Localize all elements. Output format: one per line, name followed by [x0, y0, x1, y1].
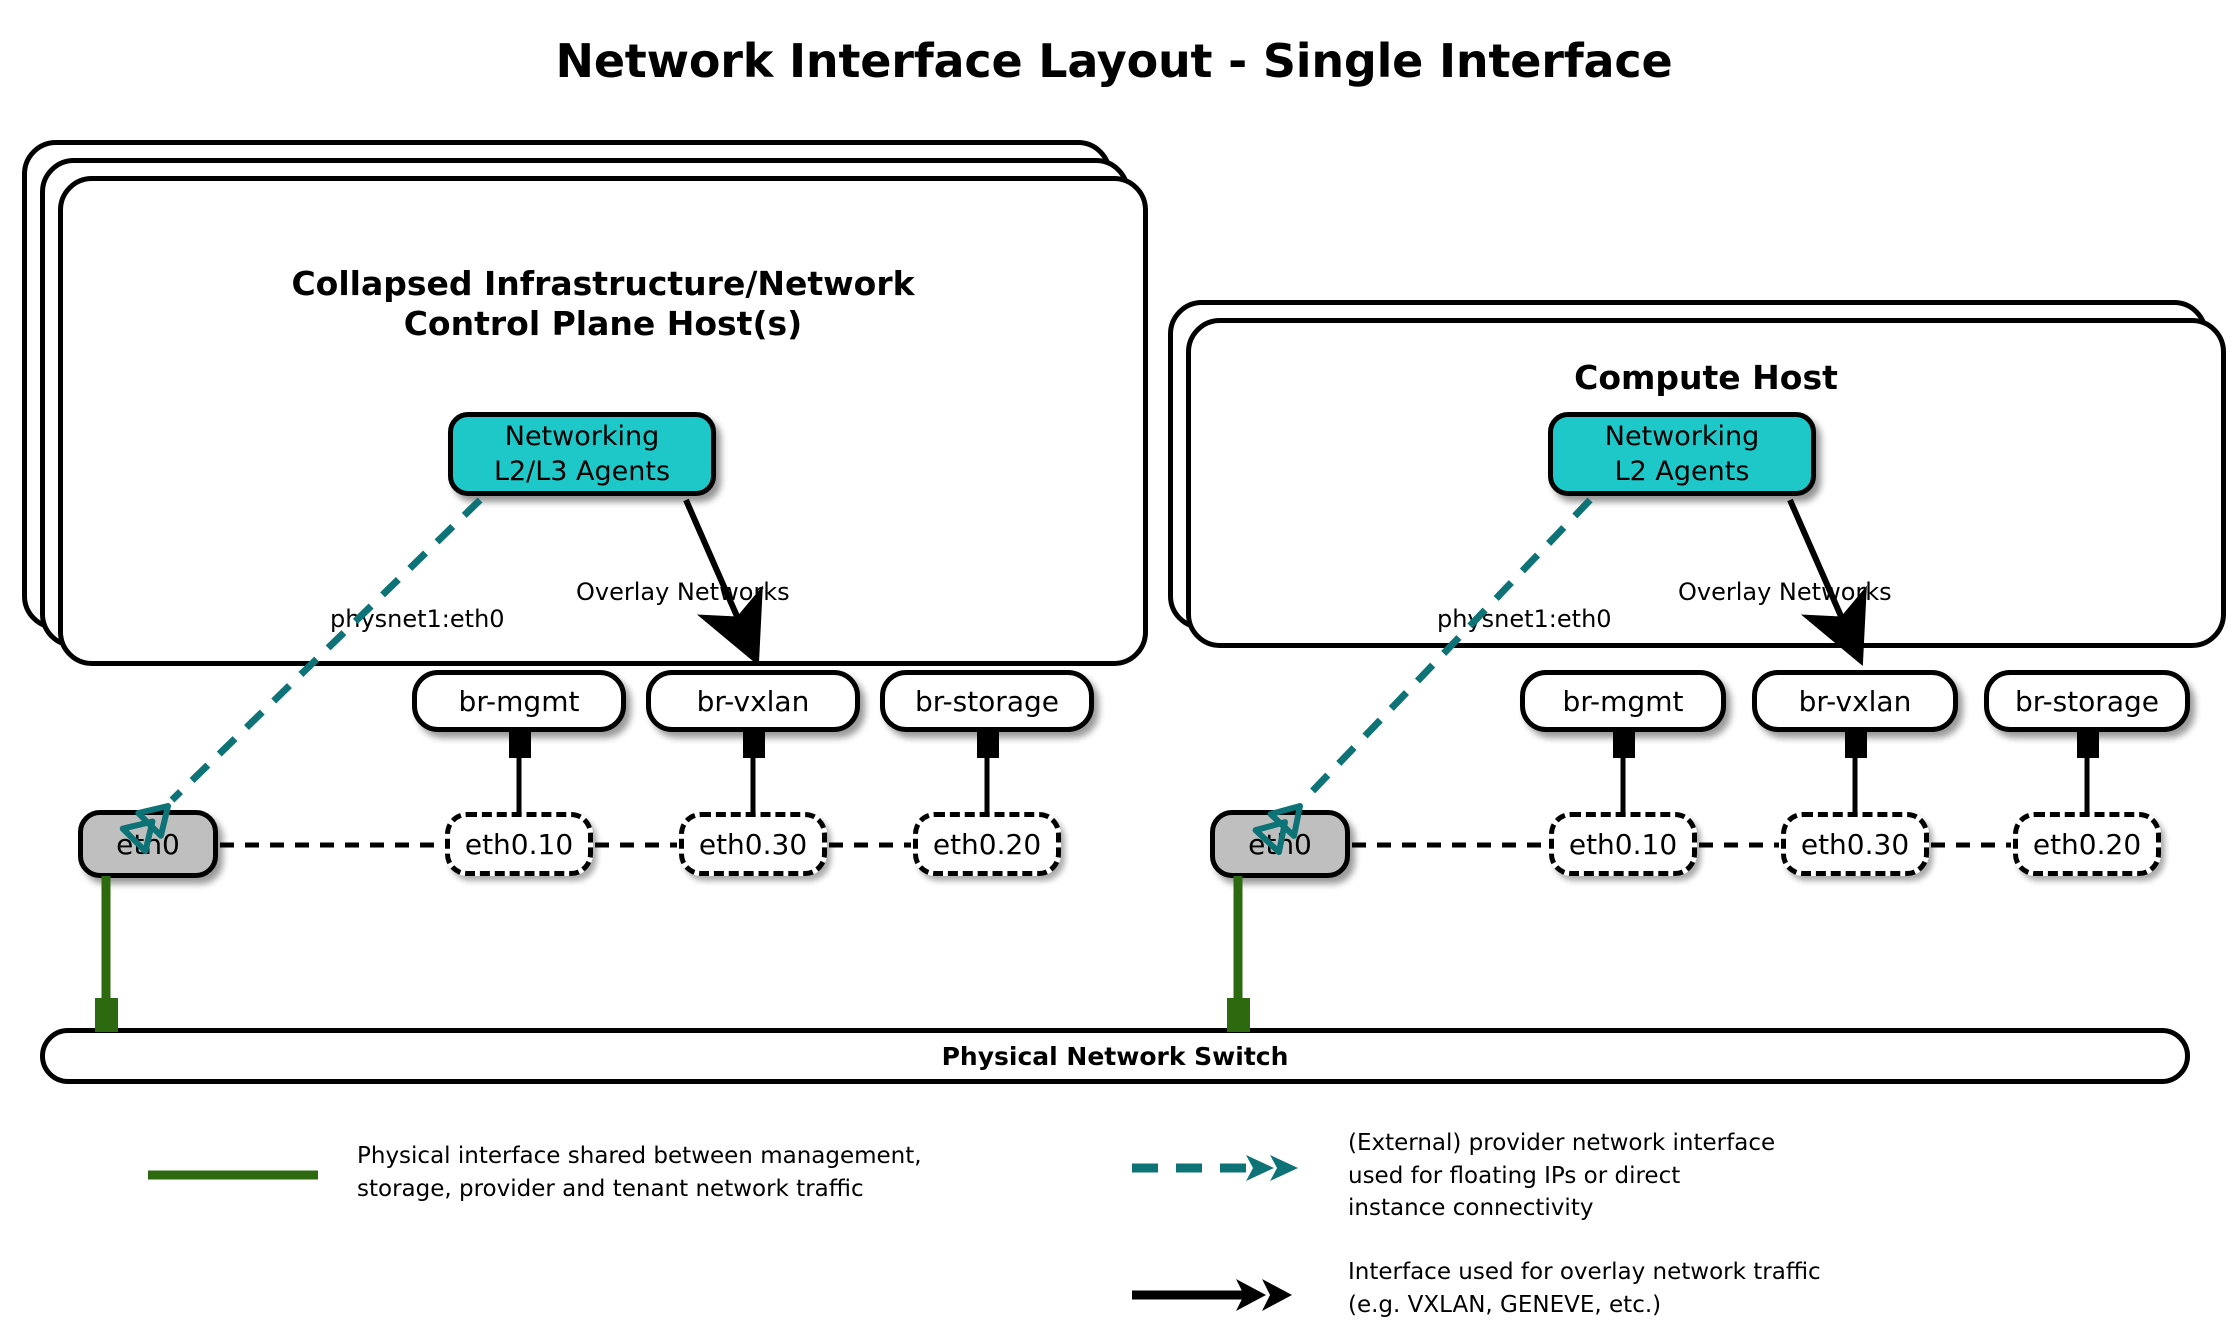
- compute-bridge-br-vxlan-label: br-vxlan: [1798, 684, 1912, 718]
- control-plane-bridge-vlan-links: [509, 728, 999, 814]
- control-plane-host-title-line1: Collapsed Infrastructure/Network: [291, 264, 915, 303]
- compute-host-title: Compute Host: [1186, 358, 2226, 398]
- control-plane-vlan-eth0-10[interactable]: eth0.10: [445, 812, 593, 876]
- control-plane-vlan-eth0-30-label: eth0.30: [698, 827, 808, 861]
- control-plane-bridge-br-storage[interactable]: br-storage: [880, 670, 1094, 732]
- control-plane-bridge-br-vxlan-label: br-vxlan: [696, 684, 810, 718]
- control-plane-networking-agents-node[interactable]: Networking L2/L3 Agents: [448, 412, 716, 496]
- control-plane-vlan-eth0-20-label: eth0.20: [932, 827, 1042, 861]
- compute-bridge-br-vxlan[interactable]: br-vxlan: [1752, 670, 1958, 732]
- control-plane-physical-link-green: [95, 876, 118, 1032]
- compute-physical-link-green: [1227, 876, 1250, 1032]
- compute-bridge-br-mgmt-label: br-mgmt: [1562, 684, 1684, 718]
- compute-bridge-br-storage-label: br-storage: [2015, 684, 2159, 718]
- compute-vlan-eth0-10[interactable]: eth0.10: [1549, 812, 1697, 876]
- control-plane-host-title: Collapsed Infrastructure/Network Control…: [58, 264, 1148, 345]
- compute-vlan-eth0-20-label: eth0.20: [2032, 827, 2142, 861]
- legend-physical-text: Physical interface shared between manage…: [357, 1143, 922, 1202]
- control-plane-vlan-eth0-10-label: eth0.10: [464, 827, 574, 861]
- control-plane-host-title-line2: Control Plane Host(s): [403, 304, 803, 344]
- control-plane-vlan-eth0-20[interactable]: eth0.20: [913, 812, 1061, 876]
- compute-nic-eth0-label: eth0: [1248, 827, 1312, 861]
- physical-network-switch-label: Physical Network Switch: [941, 1041, 1289, 1071]
- control-plane-nic-eth0[interactable]: eth0: [78, 810, 218, 878]
- control-plane-bridge-br-storage-label: br-storage: [915, 684, 1059, 718]
- overlay-legend-arrowhead-icon: [1236, 1279, 1292, 1311]
- compute-networking-agents-node[interactable]: Networking L2 Agents: [1548, 412, 1816, 496]
- compute-provider-edge-label: physnet1:eth0: [1437, 605, 1612, 633]
- control-plane-overlay-edge-label: Overlay Networks: [576, 578, 790, 606]
- compute-vlan-eth0-30[interactable]: eth0.30: [1781, 812, 1929, 876]
- physical-network-switch-bar[interactable]: Physical Network Switch: [40, 1028, 2190, 1084]
- control-plane-nic-eth0-label: eth0: [116, 827, 180, 861]
- compute-host-title-line1: Compute Host: [1574, 358, 1838, 397]
- compute-agent-label-line1: Networking: [1604, 420, 1760, 452]
- legend-overlay-text: Interface used for overlay network traff…: [1348, 1259, 1821, 1318]
- control-plane-bridge-br-mgmt-label: br-mgmt: [458, 684, 580, 718]
- control-plane-agent-label-line1: Networking: [504, 420, 660, 452]
- compute-agent-label-line2: L2 Agents: [1614, 456, 1750, 487]
- legend-provider-marker: [1132, 1155, 1298, 1181]
- compute-vlan-eth0-30-label: eth0.30: [1800, 827, 1910, 861]
- compute-nic-eth0[interactable]: eth0: [1210, 810, 1350, 878]
- legend-provider-text: (External) provider network interface us…: [1348, 1130, 1776, 1222]
- control-plane-vlan-eth0-30[interactable]: eth0.30: [679, 812, 827, 876]
- page-title: Network Interface Layout - Single Interf…: [555, 34, 1673, 88]
- control-plane-bridge-br-vxlan[interactable]: br-vxlan: [646, 670, 860, 732]
- compute-bridge-br-mgmt[interactable]: br-mgmt: [1520, 670, 1726, 732]
- compute-overlay-edge-label: Overlay Networks: [1678, 578, 1892, 606]
- provider-legend-arrowhead-icon: [1246, 1155, 1298, 1181]
- control-plane-provider-edge-label: physnet1:eth0: [330, 605, 505, 633]
- legend-overlay-marker: [1132, 1279, 1292, 1311]
- compute-bridge-vlan-links: [1613, 728, 2099, 814]
- compute-vlan-eth0-10-label: eth0.10: [1568, 827, 1678, 861]
- control-plane-agent-label-line2: L2/L3 Agents: [493, 456, 671, 487]
- compute-bridge-br-storage[interactable]: br-storage: [1984, 670, 2190, 732]
- control-plane-bridge-br-mgmt[interactable]: br-mgmt: [412, 670, 626, 732]
- compute-vlan-eth0-20[interactable]: eth0.20: [2013, 812, 2161, 876]
